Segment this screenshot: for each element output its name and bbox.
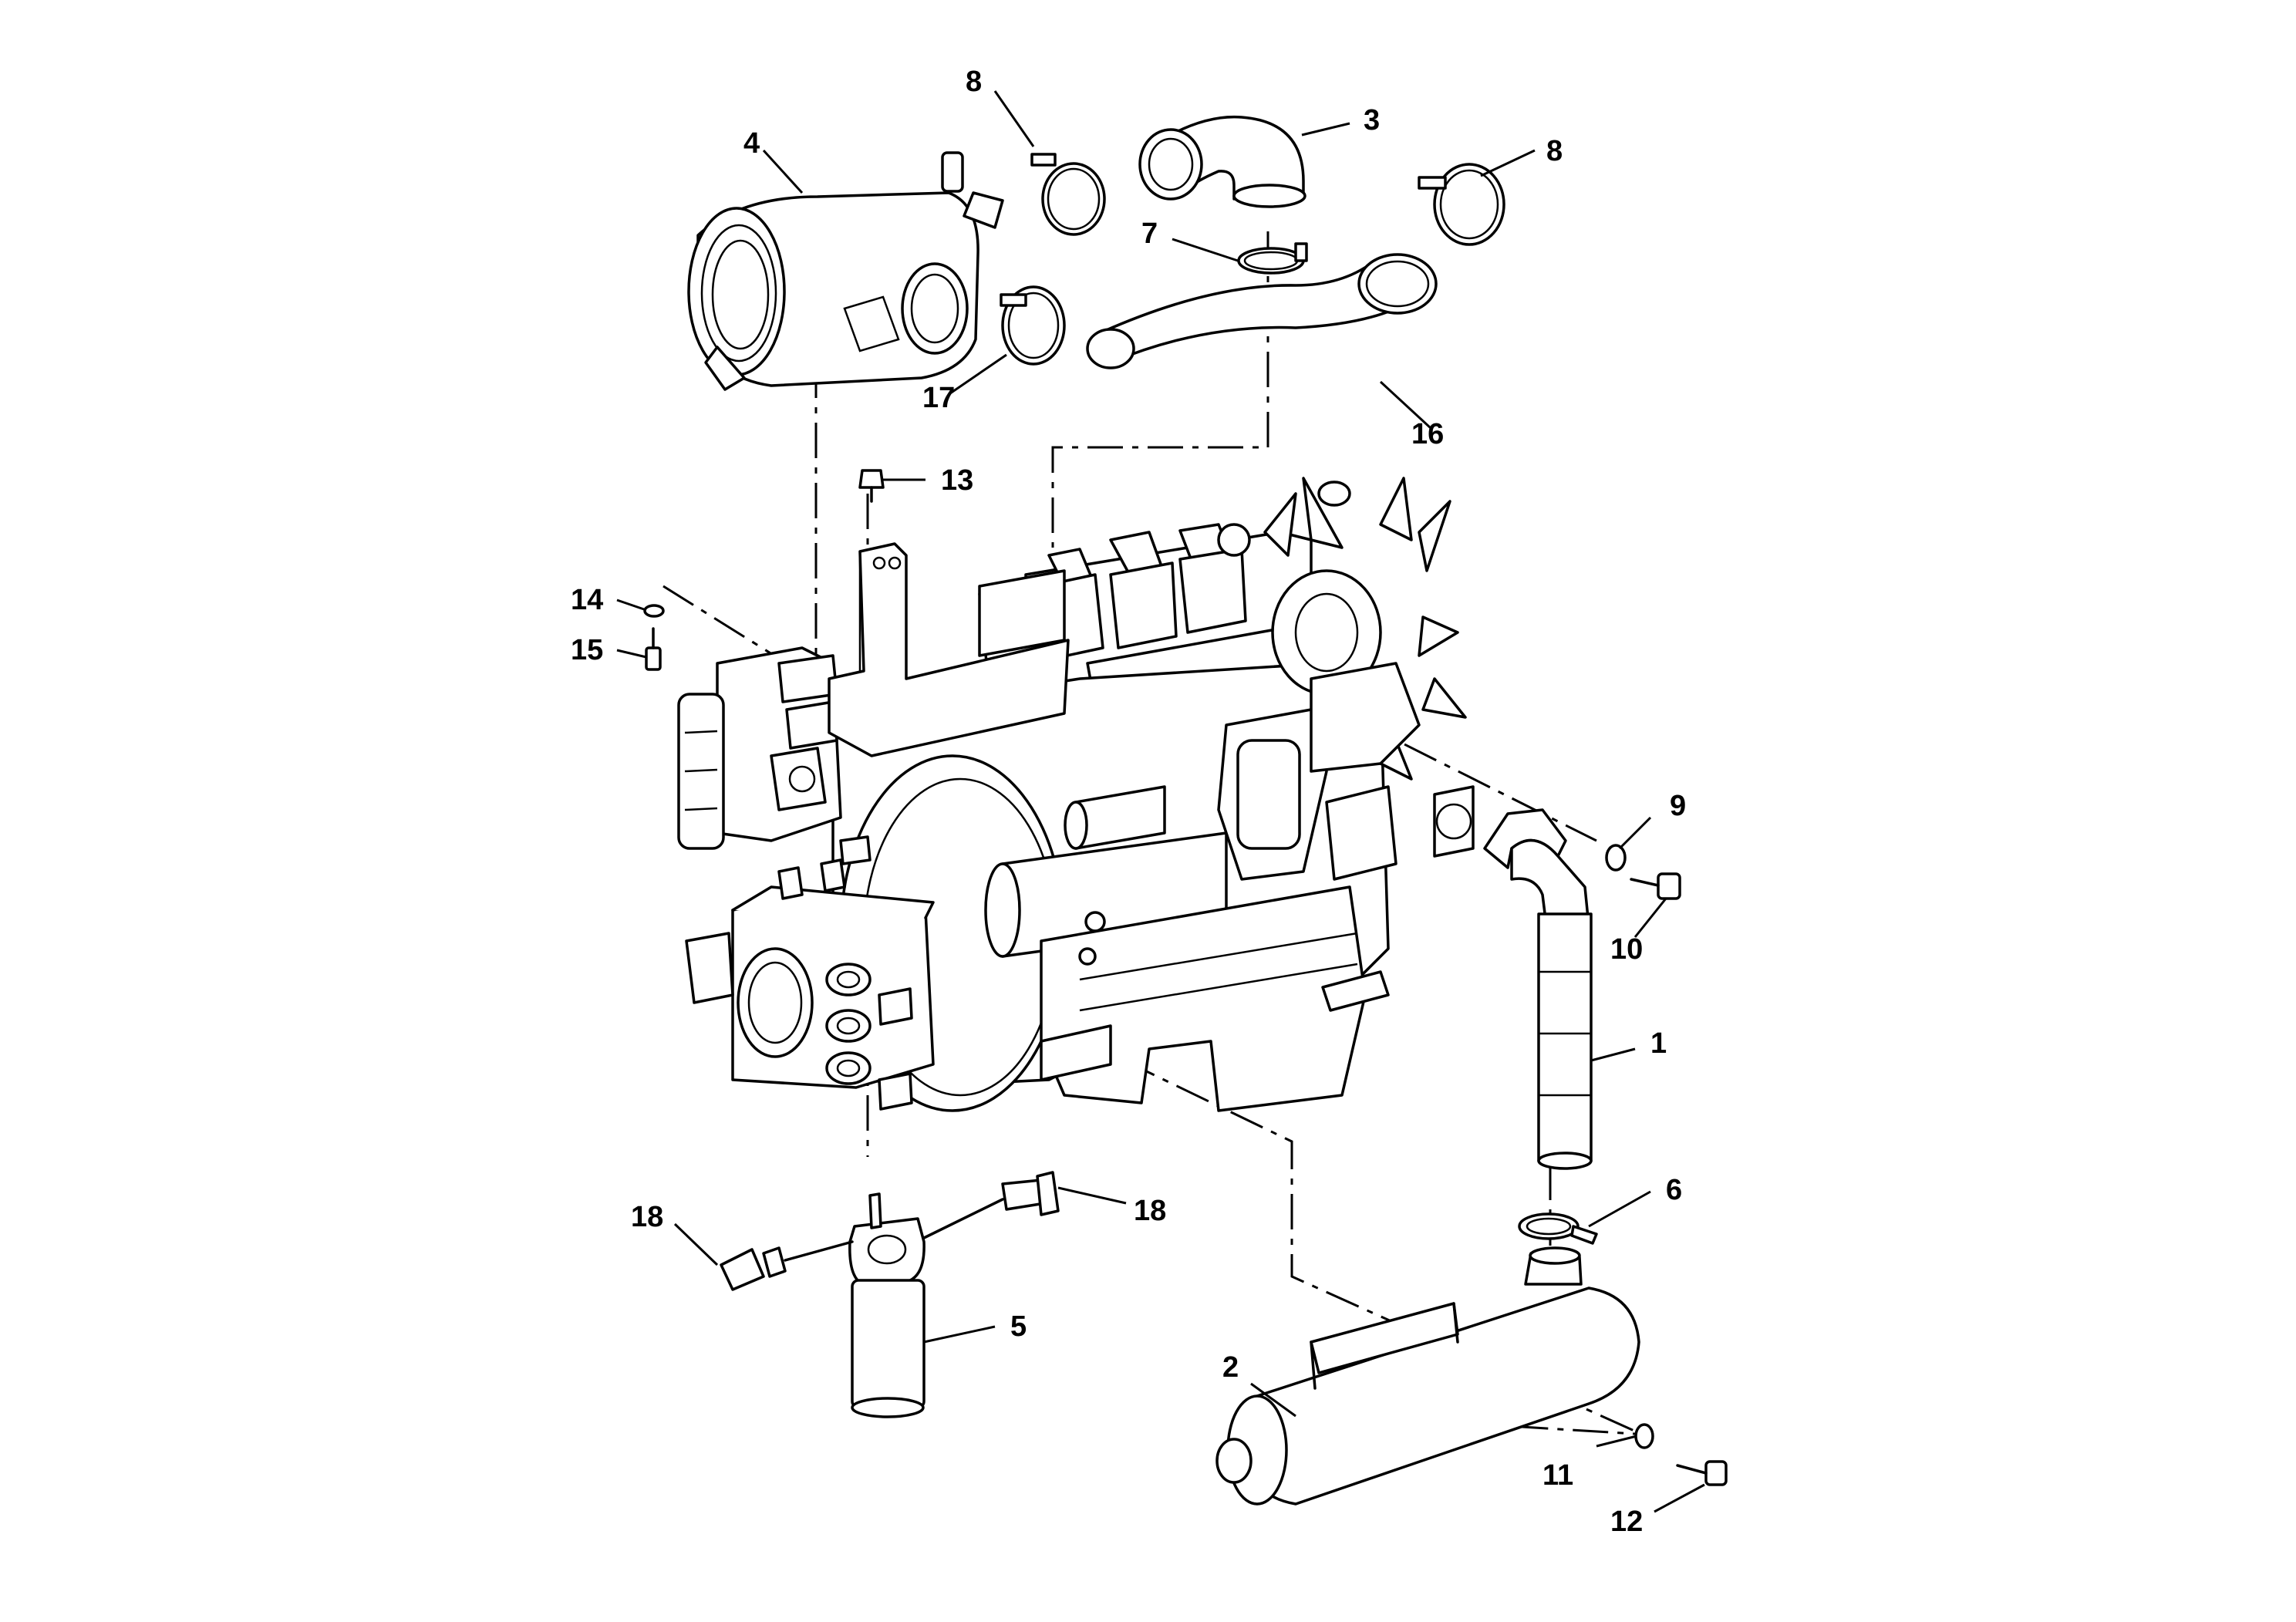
muffler bbox=[1215, 1246, 1640, 1506]
callout-18-right: 18 bbox=[1134, 1195, 1166, 1227]
callout-10: 10 bbox=[1610, 933, 1643, 966]
bolt-10 bbox=[1630, 872, 1681, 900]
callout-6: 6 bbox=[1666, 1174, 1682, 1206]
air-cleaner bbox=[687, 151, 1004, 391]
elbow-hose bbox=[1138, 115, 1306, 208]
callout-2: 2 bbox=[1222, 1351, 1239, 1384]
hydraulic-valve-block bbox=[677, 646, 842, 850]
exhaust-clamp bbox=[1518, 1212, 1598, 1245]
washer-11 bbox=[1634, 1423, 1654, 1449]
bolt-13 bbox=[858, 469, 885, 503]
mounting-bracket bbox=[828, 542, 1070, 757]
callout-1: 1 bbox=[1650, 1027, 1667, 1060]
callout-11: 11 bbox=[1542, 1459, 1573, 1492]
callout-18-left: 18 bbox=[631, 1201, 663, 1233]
hose-clamp-upper-left bbox=[1030, 153, 1106, 236]
callout-7: 7 bbox=[1141, 218, 1158, 250]
washer-9 bbox=[1605, 844, 1627, 872]
bolt-12 bbox=[1676, 1460, 1728, 1486]
hydraulic-pump bbox=[685, 835, 935, 1111]
exhaust-pipe bbox=[1483, 808, 1593, 1170]
callout-3: 3 bbox=[1364, 104, 1380, 137]
callout-15: 15 bbox=[571, 634, 603, 666]
callout-leader-lines bbox=[616, 90, 1705, 1513]
callout-13: 13 bbox=[941, 464, 973, 497]
callout-12: 12 bbox=[1610, 1506, 1643, 1538]
hose-clamp-lower bbox=[1000, 285, 1066, 366]
bolt-15 bbox=[645, 627, 662, 671]
fitting-18-left bbox=[720, 1240, 854, 1291]
hose-clamp-upper-right bbox=[1418, 163, 1505, 246]
callout-8-left: 8 bbox=[966, 66, 982, 98]
callout-4: 4 bbox=[743, 127, 760, 160]
hose-clamp-center bbox=[1237, 242, 1308, 275]
fitting-18-right bbox=[922, 1171, 1060, 1239]
fan-and-alternator bbox=[1217, 477, 1475, 881]
washer-14 bbox=[643, 604, 665, 618]
callout-9: 9 bbox=[1670, 790, 1686, 822]
callout-16: 16 bbox=[1411, 418, 1444, 450]
callout-labels: 1 2 3 4 5 6 7 8 8 9 10 11 12 13 14 15 16… bbox=[571, 66, 1686, 1538]
callout-17: 17 bbox=[922, 382, 955, 414]
callout-14: 14 bbox=[571, 584, 603, 616]
callout-5: 5 bbox=[1010, 1310, 1027, 1343]
callout-8-right: 8 bbox=[1546, 135, 1563, 167]
oil-filter bbox=[848, 1192, 925, 1418]
curved-intake-hose bbox=[1086, 253, 1438, 369]
